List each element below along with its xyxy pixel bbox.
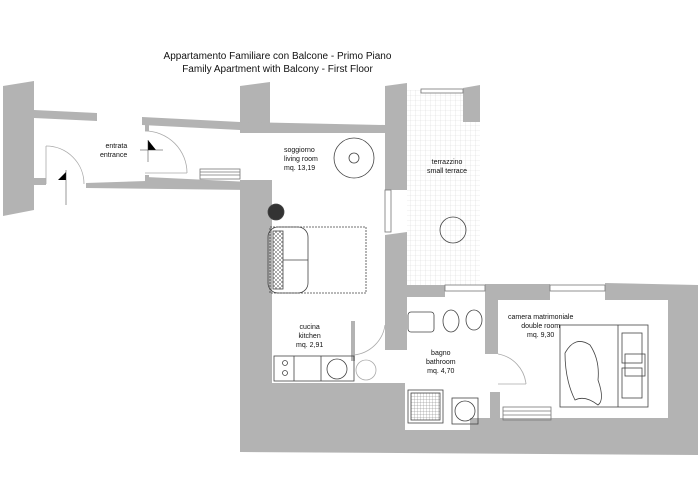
kitchen-area: mq. 2,91: [296, 342, 324, 349]
label-living-room: soggiorno living room mq. 13,19: [284, 146, 318, 173]
entrance-label-en: entrance: [100, 152, 128, 159]
furniture: [267, 137, 649, 425]
label-bathroom: bagno bathroom mq. 4,70: [426, 349, 456, 376]
plan-title-english: Family Apartment with Balcony - First Fl…: [182, 64, 373, 75]
doors: [45, 130, 527, 385]
bedroom-label-en: double room: [521, 323, 561, 330]
living-area: mq. 13,19: [284, 165, 316, 172]
label-terrace: terrazzino small terrace: [427, 158, 467, 176]
living-label-it: soggiorno: [284, 147, 315, 154]
label-kitchen: cucina kitchen mq. 2,91: [296, 323, 323, 350]
plan-title-italian: Appartamento Familiare con Balcone - Pri…: [163, 51, 392, 62]
terrace-floor: [407, 90, 480, 285]
terrace-label-en: small terrace: [427, 168, 468, 175]
label-bedroom: camera matrimoniale double room mq. 9,30: [508, 313, 573, 340]
bathroom-label-en: bathroom: [426, 359, 456, 366]
walls: [3, 81, 698, 455]
bedroom-label-it: camera matrimoniale: [508, 314, 574, 321]
windows: [199, 88, 606, 421]
kitchen-label-it: cucina: [299, 324, 320, 331]
entrance-markers: [58, 140, 163, 205]
bathroom-area: mq. 4,70: [427, 368, 455, 375]
kitchen-label-en: kitchen: [298, 333, 321, 340]
label-entrance: entrata entrance: [100, 142, 127, 160]
bedroom-area: mq. 9,30: [527, 332, 555, 339]
terrace-label-it: terrazzino: [431, 159, 463, 166]
bathroom-label-it: bagno: [431, 350, 451, 357]
living-label-en: living room: [284, 156, 318, 163]
entrance-label-it: entrata: [105, 143, 128, 150]
